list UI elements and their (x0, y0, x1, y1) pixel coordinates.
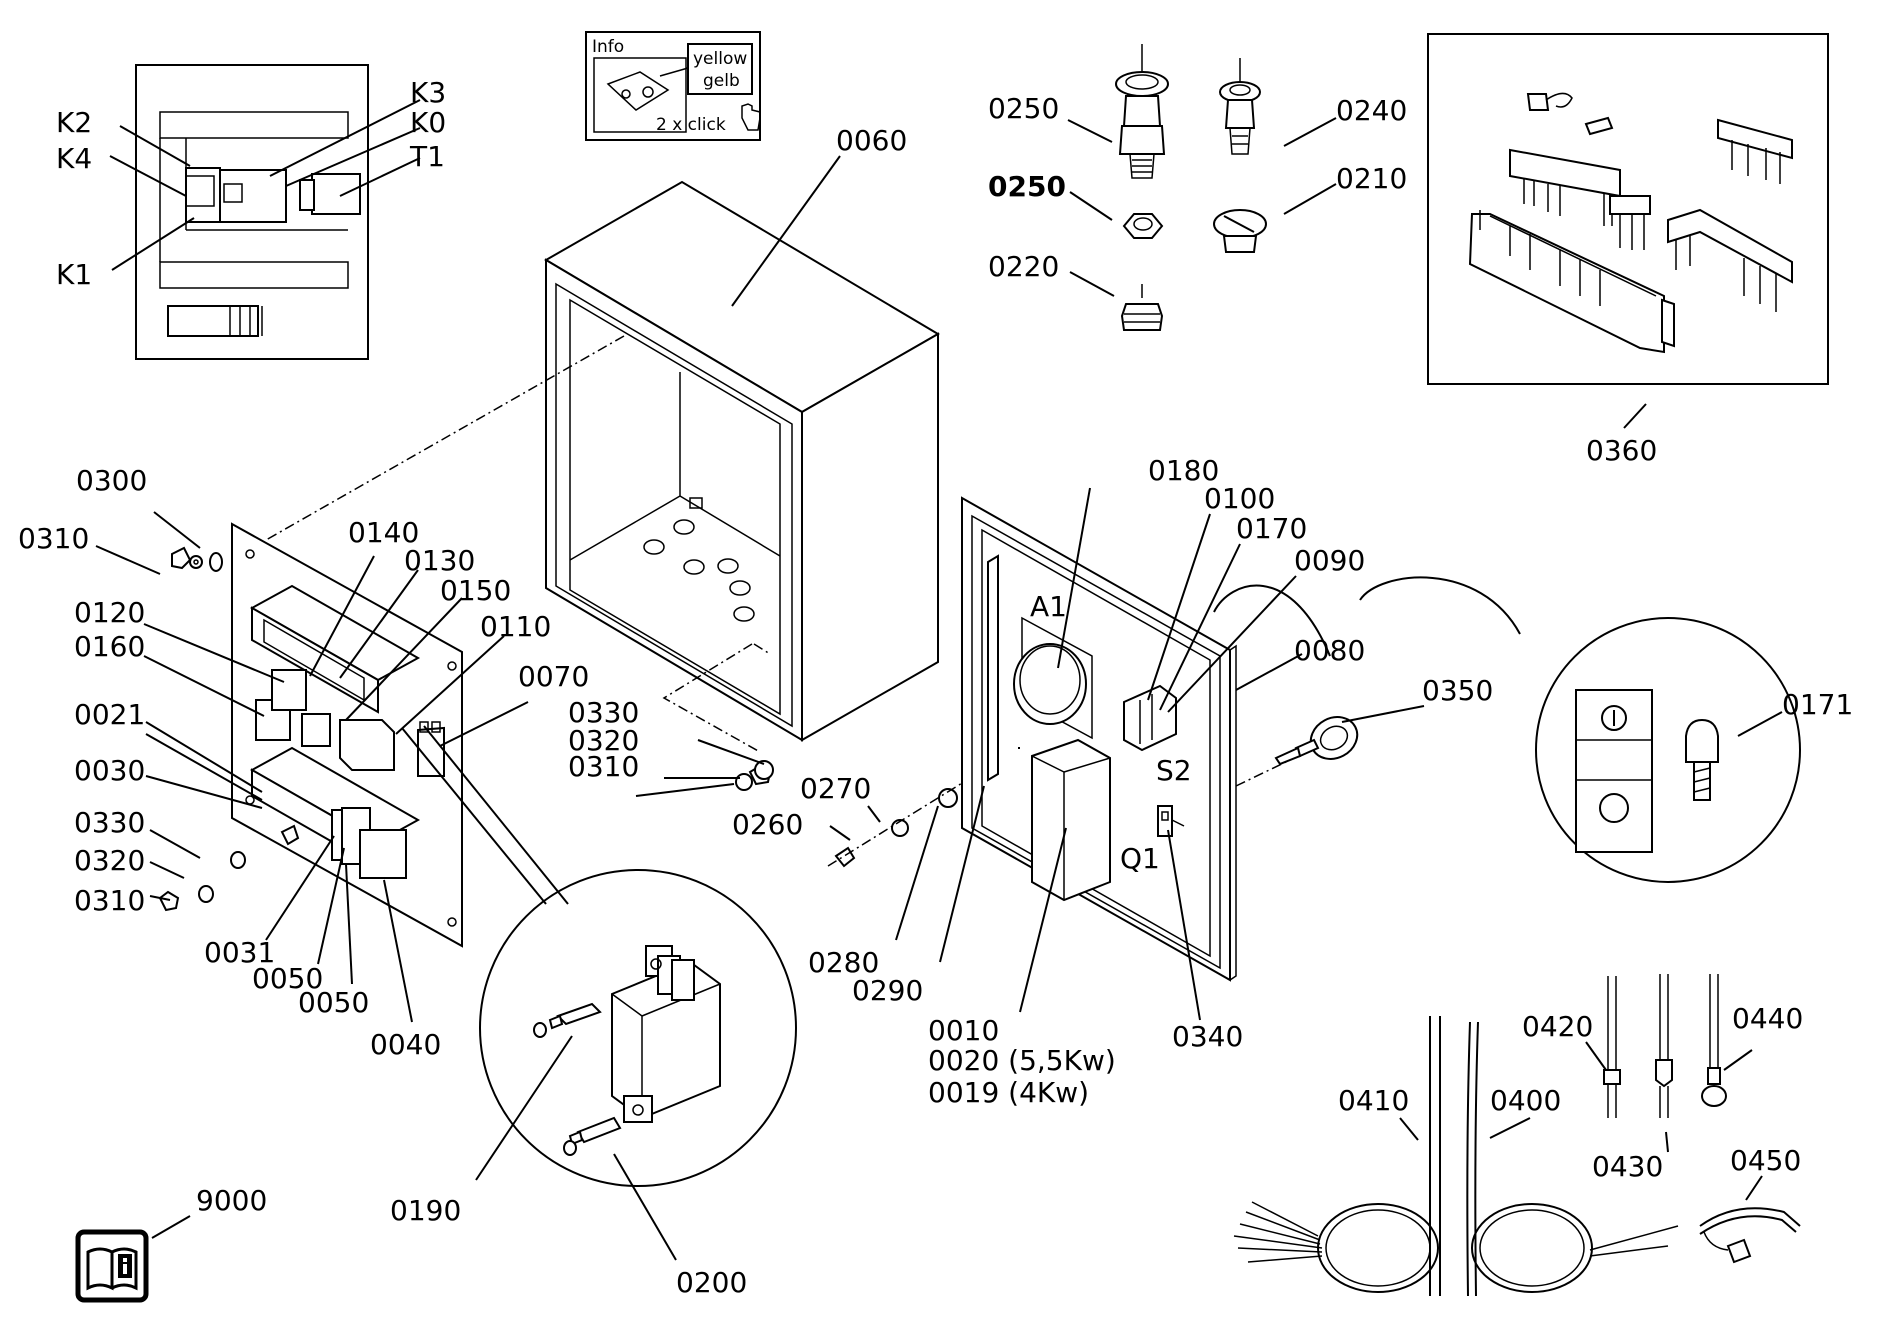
part-label: 0320 (74, 844, 145, 877)
part-label: 0019 (4Kw) (928, 1076, 1089, 1109)
part-labels: 0060 0250 0250 0220 0240 0210 0360 0300 … (18, 92, 1853, 1299)
part-label: 0150 (440, 574, 511, 607)
label-t1: T1 (409, 140, 445, 173)
part-label: 0180 (1148, 454, 1219, 487)
part-label: 0070 (518, 660, 589, 693)
part-label: 0090 (1294, 544, 1365, 577)
cable-lugs[interactable] (1585, 974, 1753, 1153)
part-label: 0021 (74, 698, 145, 731)
part-label: 0020 (5,5Kw) (928, 1044, 1116, 1077)
part-label: 0420 (1522, 1010, 1593, 1043)
part-label: 0190 (390, 1194, 461, 1227)
component-mark-q1: Q1 (1120, 842, 1160, 875)
inset-connector-parts-0360[interactable] (1427, 33, 1829, 429)
part-label: 0030 (74, 754, 145, 787)
label-k1: K1 (56, 258, 92, 291)
part-label: 0330 (568, 696, 639, 729)
part-label: 0010 (928, 1014, 999, 1047)
info-color-en: yellow (693, 49, 747, 69)
part-label: 0450 (1730, 1144, 1801, 1177)
part-label: 0031 (204, 936, 275, 969)
component-mark-a1: A1 (1030, 590, 1067, 623)
enclosure-box-0060[interactable] (265, 155, 940, 753)
info-box[interactable]: Info yellow gelb 2 x click (585, 31, 761, 141)
leader-lines (95, 487, 1425, 1023)
part-label: 0350 (1422, 674, 1493, 707)
part-label: 0140 (348, 516, 419, 549)
key-0350[interactable] (1274, 709, 1365, 767)
part-label: 0310 (568, 750, 639, 783)
part-label: 0171 (1782, 688, 1853, 721)
part-label: 0060 (836, 124, 907, 157)
info-action: 2 x click (656, 115, 726, 135)
part-label: 0040 (370, 1028, 441, 1061)
part-label: 0400 (1490, 1084, 1561, 1117)
part-label: 0270 (800, 772, 871, 805)
zoom-circle-fuse-holder[interactable] (401, 725, 797, 1261)
label-k3: K3 (410, 76, 446, 109)
part-label: 0340 (1172, 1020, 1243, 1053)
part-label: 0110 (480, 610, 551, 643)
part-label: 0170 (1236, 512, 1307, 545)
manual-book-icon[interactable] (75, 1215, 191, 1303)
part-label: 0250 (988, 170, 1066, 203)
part-label: 0250 (988, 92, 1059, 125)
hand-pointer-icon (741, 103, 761, 131)
part-label: 0310 (74, 884, 145, 917)
label-k0: K0 (410, 106, 446, 139)
part-label: 0300 (76, 464, 147, 497)
label-k4: K4 (56, 142, 92, 175)
cables-0410-0400[interactable] (1233, 1016, 1679, 1297)
part-label: 0220 (988, 250, 1059, 283)
part-label: 0210 (1336, 162, 1407, 195)
part-label: 0200 (676, 1266, 747, 1299)
part-label: 0310 (18, 522, 89, 555)
mounting-plate-left[interactable] (158, 522, 463, 948)
part-label: 0280 (808, 946, 879, 979)
front-cover[interactable] (961, 496, 1291, 982)
part-label: 0290 (852, 974, 923, 1007)
part-label: 0430 (1592, 1150, 1663, 1183)
cable-tie-0450[interactable] (1699, 1175, 1801, 1264)
part-label: 0410 (1338, 1084, 1409, 1117)
label-k2: K2 (56, 106, 92, 139)
part-label: 0440 (1732, 1002, 1803, 1035)
part-label: 0120 (74, 596, 145, 629)
part-label: 0160 (74, 630, 145, 663)
inset-k-module[interactable]: K2 K4 K1 K3 K0 T1 (56, 64, 446, 360)
info-title: Info (592, 37, 624, 57)
fittings-group[interactable] (1067, 44, 1337, 331)
zoom-circle-switch[interactable] (1213, 576, 1801, 883)
part-label: 0330 (74, 806, 145, 839)
part-label: 0260 (732, 808, 803, 841)
part-label: 0320 (568, 724, 639, 757)
part-label: 0360 (1586, 434, 1657, 467)
part-label: 0080 (1294, 634, 1365, 667)
part-label: 0050 (252, 962, 323, 995)
part-label: 0240 (1336, 94, 1407, 127)
component-mark-s2: S2 (1156, 754, 1192, 787)
info-color-de: gelb (703, 71, 740, 91)
part-label: 9000 (196, 1184, 267, 1217)
part-label: 0100 (1204, 482, 1275, 515)
part-label: 0050 (298, 986, 369, 1019)
part-label: 0130 (404, 544, 475, 577)
screws-washers-middle[interactable] (735, 693, 1107, 868)
